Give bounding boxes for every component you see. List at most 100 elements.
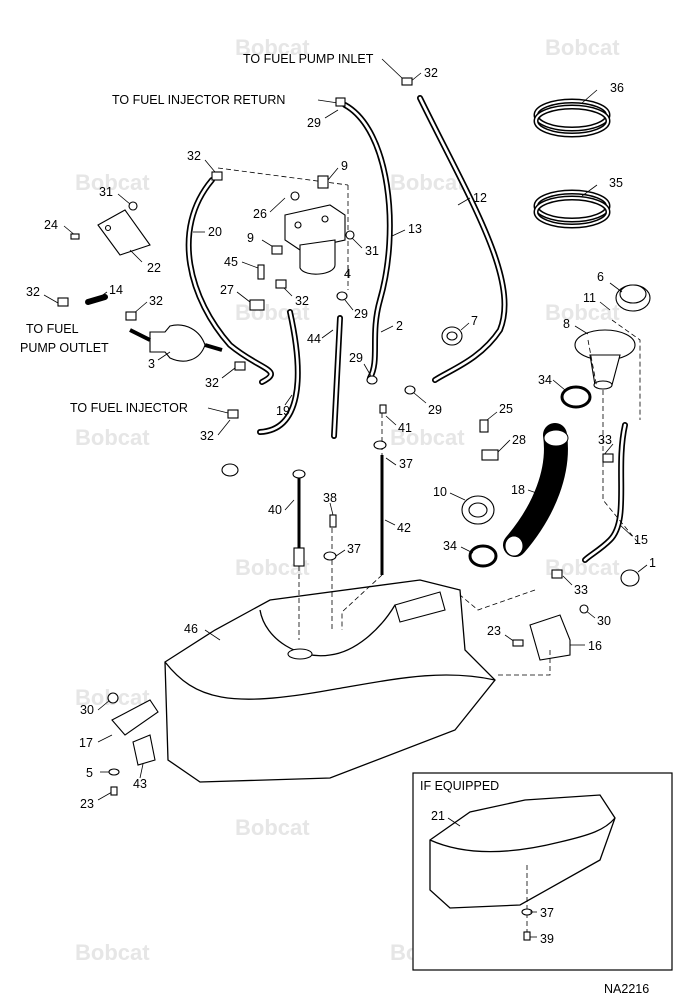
callout-label: 32 bbox=[205, 376, 219, 390]
callout-label: 32 bbox=[149, 294, 163, 308]
callout-label: 5 bbox=[86, 766, 93, 780]
grommet-10 bbox=[461, 495, 495, 525]
callout-label: 40 bbox=[268, 503, 282, 517]
callout-label: 21 bbox=[431, 809, 445, 823]
watermark-logo: Bobcat bbox=[545, 300, 620, 325]
callout-label: 3 bbox=[148, 357, 155, 371]
svg-text:Bobcat: Bobcat bbox=[235, 300, 310, 325]
svg-text:Bobcat: Bobcat bbox=[235, 815, 310, 840]
callout-label: 23 bbox=[487, 624, 501, 638]
caption-fuel-injector: TO FUEL INJECTOR bbox=[70, 401, 188, 415]
grommet-7 bbox=[441, 326, 463, 346]
callout-label: 12 bbox=[473, 191, 487, 205]
callout-label: 15 bbox=[634, 533, 648, 547]
callout-label: 37 bbox=[399, 457, 413, 471]
watermark-logo: Bobcat bbox=[390, 425, 465, 450]
callout-label: 31 bbox=[99, 185, 113, 199]
callout-label: 11 bbox=[583, 291, 596, 305]
svg-text:Bobcat: Bobcat bbox=[390, 425, 465, 450]
hose-18 bbox=[503, 423, 569, 557]
caption-fuel-injector-return: TO FUEL INJECTOR RETURN bbox=[112, 93, 285, 107]
callout-label: 22 bbox=[147, 261, 161, 275]
callout-label: 19 bbox=[276, 404, 290, 418]
small-fittings bbox=[57, 77, 614, 796]
callout-label: 29 bbox=[354, 307, 368, 321]
watermark-logo: Bobcat bbox=[75, 170, 150, 195]
callout-label: 34 bbox=[443, 539, 457, 553]
svg-text:Bobcat: Bobcat bbox=[235, 35, 310, 60]
filler-neck-8 bbox=[574, 329, 636, 390]
callout-label: 37 bbox=[540, 906, 554, 920]
fuel-cap-6 bbox=[615, 284, 651, 312]
callout-label: 18 bbox=[511, 483, 525, 497]
callout-label: 7 bbox=[471, 314, 478, 328]
svg-text:Bobcat: Bobcat bbox=[545, 300, 620, 325]
callout-label: 2 bbox=[396, 319, 403, 333]
callout-label: 29 bbox=[428, 403, 442, 417]
callout-label: 35 bbox=[609, 176, 623, 190]
callout-label: 29 bbox=[349, 351, 363, 365]
callout-label: 13 bbox=[408, 222, 422, 236]
watermark-logo: Bobcat bbox=[75, 425, 150, 450]
callout-label: 38 bbox=[323, 491, 337, 505]
callout-label: 37 bbox=[347, 542, 361, 556]
watermark-logo: Bobcat bbox=[235, 35, 310, 60]
hose-12 bbox=[417, 95, 508, 383]
callout-label: 36 bbox=[610, 81, 624, 95]
captions: TO FUEL PUMP INLET TO FUEL INJECTOR RETU… bbox=[20, 52, 649, 996]
hose-coil-35 bbox=[533, 189, 611, 229]
callout-label: 23 bbox=[80, 797, 94, 811]
callout-label: 8 bbox=[563, 317, 570, 331]
callout-label: 25 bbox=[499, 402, 513, 416]
callout-label: 26 bbox=[253, 207, 267, 221]
caption-fuel-pump-outlet-line1: TO FUEL bbox=[26, 322, 79, 336]
callout-label: 43 bbox=[133, 777, 147, 791]
svg-text:Bobcat: Bobcat bbox=[75, 940, 150, 965]
primer-bulb-3 bbox=[129, 324, 223, 362]
callout-label: 30 bbox=[80, 703, 94, 717]
clamp-34-lower bbox=[468, 544, 498, 568]
callout-label: 6 bbox=[597, 270, 604, 284]
inset-if-equipped: IF EQUIPPED bbox=[412, 772, 673, 971]
callout-label: 33 bbox=[598, 433, 612, 447]
fuel-filter-assembly bbox=[284, 204, 346, 275]
callout-label: 14 bbox=[109, 283, 123, 297]
callout-label: 41 bbox=[398, 421, 412, 435]
callout-label: 44 bbox=[307, 332, 321, 346]
svg-text:Bobcat: Bobcat bbox=[390, 170, 465, 195]
callout-label: 32 bbox=[187, 149, 201, 163]
hose-13 bbox=[342, 102, 393, 381]
clamp-34-upper bbox=[560, 385, 592, 409]
hose-15 bbox=[582, 422, 628, 563]
svg-text:Bobcat: Bobcat bbox=[75, 170, 150, 195]
watermark-logo: Bobcat bbox=[235, 300, 310, 325]
watermark-logo: Bobcat bbox=[235, 815, 310, 840]
bracket-16 bbox=[529, 614, 571, 661]
bracket-43 bbox=[132, 734, 156, 766]
callout-label: 4 bbox=[344, 267, 351, 281]
callout-label: 17 bbox=[79, 736, 93, 750]
callout-label: 39 bbox=[540, 932, 554, 946]
callout-label: 16 bbox=[588, 639, 602, 653]
hose-19 bbox=[257, 309, 301, 435]
callout-label: 24 bbox=[44, 218, 58, 232]
diagram-id: NA2216 bbox=[604, 982, 649, 996]
svg-text:Bobcat: Bobcat bbox=[545, 35, 620, 60]
hose-20 bbox=[185, 177, 274, 385]
callout-label: 9 bbox=[341, 159, 348, 173]
caption-fuel-pump-inlet: TO FUEL PUMP INLET bbox=[243, 52, 374, 66]
callout-label: 32 bbox=[424, 66, 438, 80]
callout-label: 45 bbox=[224, 255, 238, 269]
svg-text:Bobcat: Bobcat bbox=[75, 425, 150, 450]
bracket-22 bbox=[97, 209, 151, 256]
callout-label: 28 bbox=[512, 433, 526, 447]
watermark-logo: Bobcat bbox=[545, 35, 620, 60]
callout-label: 20 bbox=[208, 225, 222, 239]
bracket-17 bbox=[111, 699, 159, 736]
inset-title: IF EQUIPPED bbox=[420, 779, 499, 793]
callout-label: 32 bbox=[26, 285, 40, 299]
caption-fuel-pump-outlet-line2: PUMP OUTLET bbox=[20, 341, 109, 355]
hose-44 bbox=[331, 315, 343, 439]
watermark-logo: Bobcat bbox=[390, 170, 465, 195]
